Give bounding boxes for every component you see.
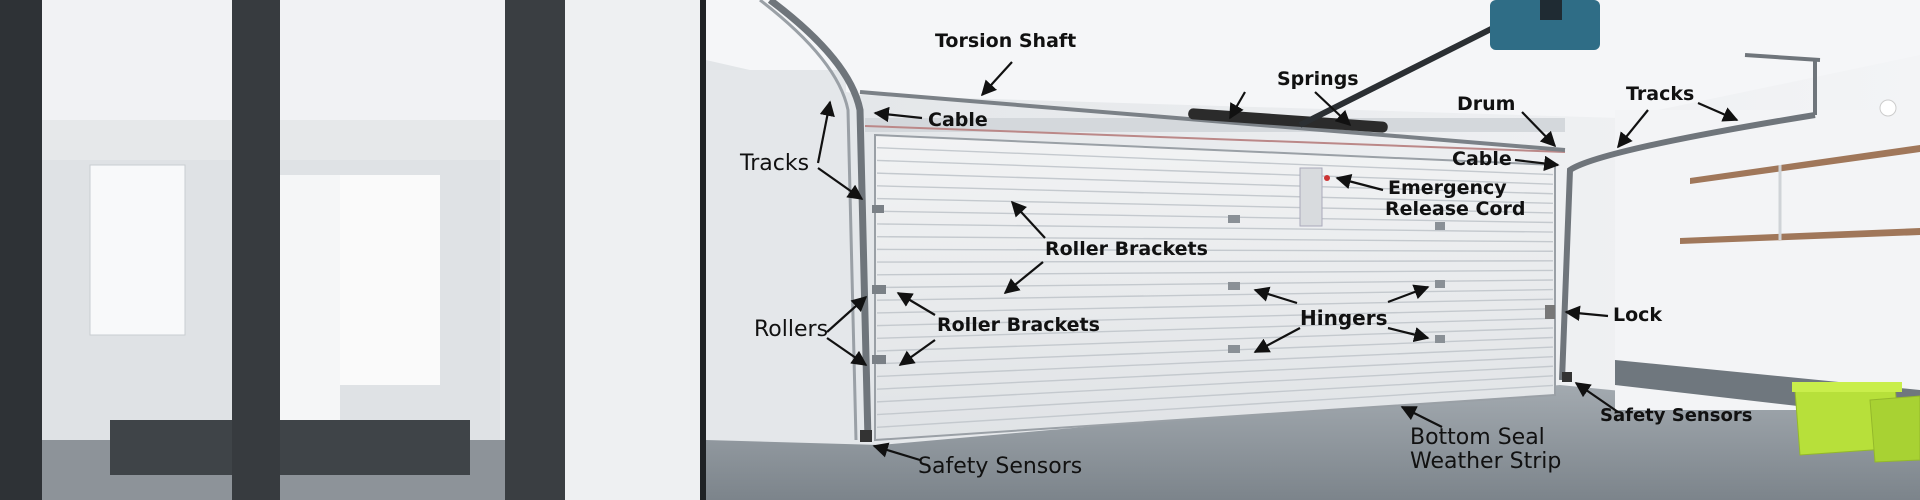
smoke-detector (1879, 99, 1897, 117)
label-roller-brackets-upper: Roller Brackets (1045, 238, 1208, 260)
arrow-roller-brackets-lower-a (896, 292, 936, 316)
door-panel-line (876, 159, 1554, 185)
door-panel-line (876, 223, 1554, 233)
label-hingers: Hingers (1300, 306, 1388, 330)
arrow-hingers-b (1253, 327, 1301, 353)
door-header (865, 118, 1565, 132)
label-rollers: Rollers (754, 317, 829, 342)
rollers-left (872, 205, 886, 364)
torsion-shaft-line (859, 90, 1566, 152)
door-panel-line (876, 355, 1554, 390)
door-panel-line (876, 298, 1554, 314)
label-emergency-line2: Release Cord (1385, 197, 1526, 220)
door-panel-line (876, 375, 1554, 416)
door-panel-line (876, 248, 1554, 252)
door-panel-line (876, 269, 1554, 276)
door-panel-line (876, 260, 1554, 263)
label-roller-brackets-lower: Roller Brackets (937, 314, 1100, 336)
door-panel-line (876, 235, 1554, 243)
arrow-safety-sensors-bottom (872, 442, 921, 462)
arrow-cable-right (1514, 155, 1560, 172)
arrow-lock (1564, 305, 1609, 321)
door-panel-line (876, 384, 1554, 428)
arrow-rollers-a (826, 295, 868, 333)
arrow-roller-brackets-upper-a (1010, 200, 1046, 239)
arrow-cable-left (873, 106, 923, 123)
door-panel-line (876, 197, 1554, 214)
garage-door (874, 133, 1556, 442)
arrow-emergency-release (1335, 174, 1384, 192)
door-panel-line (876, 365, 1554, 403)
label-tracks-left: Tracks (740, 151, 810, 176)
label-cable-left: Cable (928, 109, 988, 131)
label-drum: Drum (1457, 93, 1516, 115)
label-bottom-seal: Bottom Seal Weather Strip (1410, 425, 1562, 475)
arrow-tracks-right-a (1617, 109, 1649, 149)
arrow-springs-right (1314, 91, 1352, 127)
label-safety-sensors-right: Safety Sensors (1600, 405, 1753, 426)
header-trim (864, 125, 1566, 153)
arrow-rollers-b (826, 337, 868, 366)
safety-sensor-right (1562, 372, 1572, 382)
door-panel-line (876, 147, 1554, 176)
safety-sensor-left (860, 430, 872, 442)
door-panel-line (876, 317, 1554, 340)
opener-rail (1298, 19, 1507, 128)
arrow-tracks-left-a (816, 100, 835, 164)
arrow-springs-left (1229, 91, 1246, 120)
label-torsion-shaft: Torsion Shaft (935, 30, 1077, 52)
arrow-hingers-a (1253, 286, 1298, 305)
arrow-roller-brackets-lower-b (898, 339, 936, 366)
emergency-release-handle (1299, 167, 1323, 227)
right-track (1559, 53, 1821, 381)
arrow-safety-sensors-right (1574, 382, 1619, 413)
label-lock: Lock (1613, 304, 1663, 326)
arrow-tracks-right-b (1697, 101, 1739, 122)
label-emergency-release-cord: Emergency Release Cord (1385, 178, 1526, 220)
door-panel-line (876, 210, 1554, 224)
door-panel-line (876, 288, 1554, 301)
lock-handle (1545, 305, 1555, 319)
label-springs: Springs (1277, 68, 1359, 90)
annotation-arrows (816, 61, 1739, 462)
left-room (0, 0, 706, 500)
release-cord-knob (1324, 175, 1330, 181)
wall-shelves (1680, 145, 1920, 244)
label-bottom-seal-line1: Bottom Seal (1410, 425, 1545, 450)
left-track (759, 0, 872, 441)
door-panel-line (876, 346, 1554, 378)
arrow-drum (1521, 111, 1557, 148)
arrow-hingers-d (1387, 326, 1430, 343)
label-tracks-right: Tracks (1626, 83, 1695, 105)
label-bottom-seal-line2: Weather Strip (1410, 449, 1562, 475)
door-panel-line (876, 185, 1554, 205)
door-panel-line (876, 308, 1554, 327)
arrow-torsion-shaft (980, 61, 1013, 97)
door-panel-line (876, 327, 1554, 352)
label-safety-sensors-bottom: Safety Sensors (918, 454, 1083, 479)
door-hinges (1228, 215, 1445, 353)
arrow-bottom-seal (1400, 406, 1443, 428)
arrow-roller-brackets-upper-b (1003, 261, 1044, 294)
label-emergency-line1: Emergency (1388, 177, 1507, 199)
storage-bins (1792, 382, 1920, 463)
arrow-hingers-c (1387, 284, 1430, 304)
arrow-tracks-left-b (817, 167, 864, 200)
label-cable-right: Cable (1452, 148, 1512, 170)
opener-unit (1490, 0, 1600, 50)
door-panel-line (876, 172, 1554, 195)
